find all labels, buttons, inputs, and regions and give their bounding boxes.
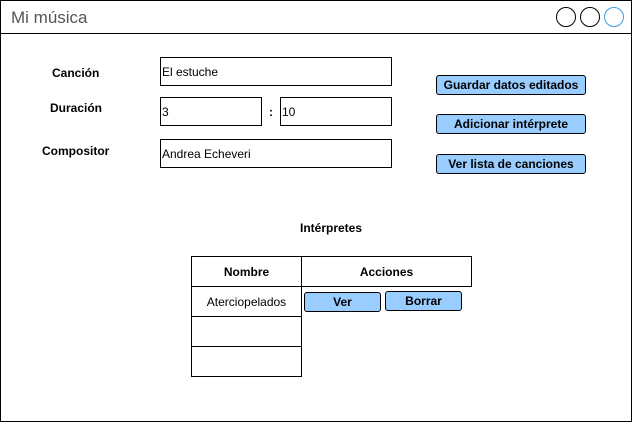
- table-row-empty: [191, 316, 302, 347]
- add-performer-button[interactable]: Adicionar intérprete: [436, 114, 586, 134]
- window-title: Mi música: [11, 8, 88, 27]
- song-input[interactable]: [160, 57, 392, 86]
- column-header-actions: Acciones: [301, 256, 472, 287]
- delete-performer-button[interactable]: Borrar: [385, 291, 462, 311]
- performers-title: Intérpretes: [300, 221, 363, 235]
- duration-minutes-input[interactable]: [160, 97, 262, 126]
- duration-label: Duración: [50, 101, 103, 115]
- song-label: Canción: [52, 66, 100, 80]
- view-performer-button[interactable]: Ver: [304, 292, 381, 312]
- save-button[interactable]: Guardar datos editados: [436, 75, 586, 95]
- table-row-empty: [191, 346, 302, 377]
- title-bar: Mi música: [1, 1, 631, 34]
- table-row: Aterciopelados: [191, 286, 302, 317]
- composer-label: Compositor: [42, 144, 110, 158]
- minimize-icon[interactable]: [556, 7, 576, 27]
- column-header-name: Nombre: [191, 256, 302, 287]
- close-icon[interactable]: [604, 7, 624, 27]
- duration-seconds-input[interactable]: [280, 97, 392, 126]
- composer-input[interactable]: [160, 139, 392, 168]
- maximize-icon[interactable]: [580, 7, 600, 27]
- duration-separator: :: [269, 105, 273, 119]
- song-list-button[interactable]: Ver lista de canciones: [436, 154, 586, 174]
